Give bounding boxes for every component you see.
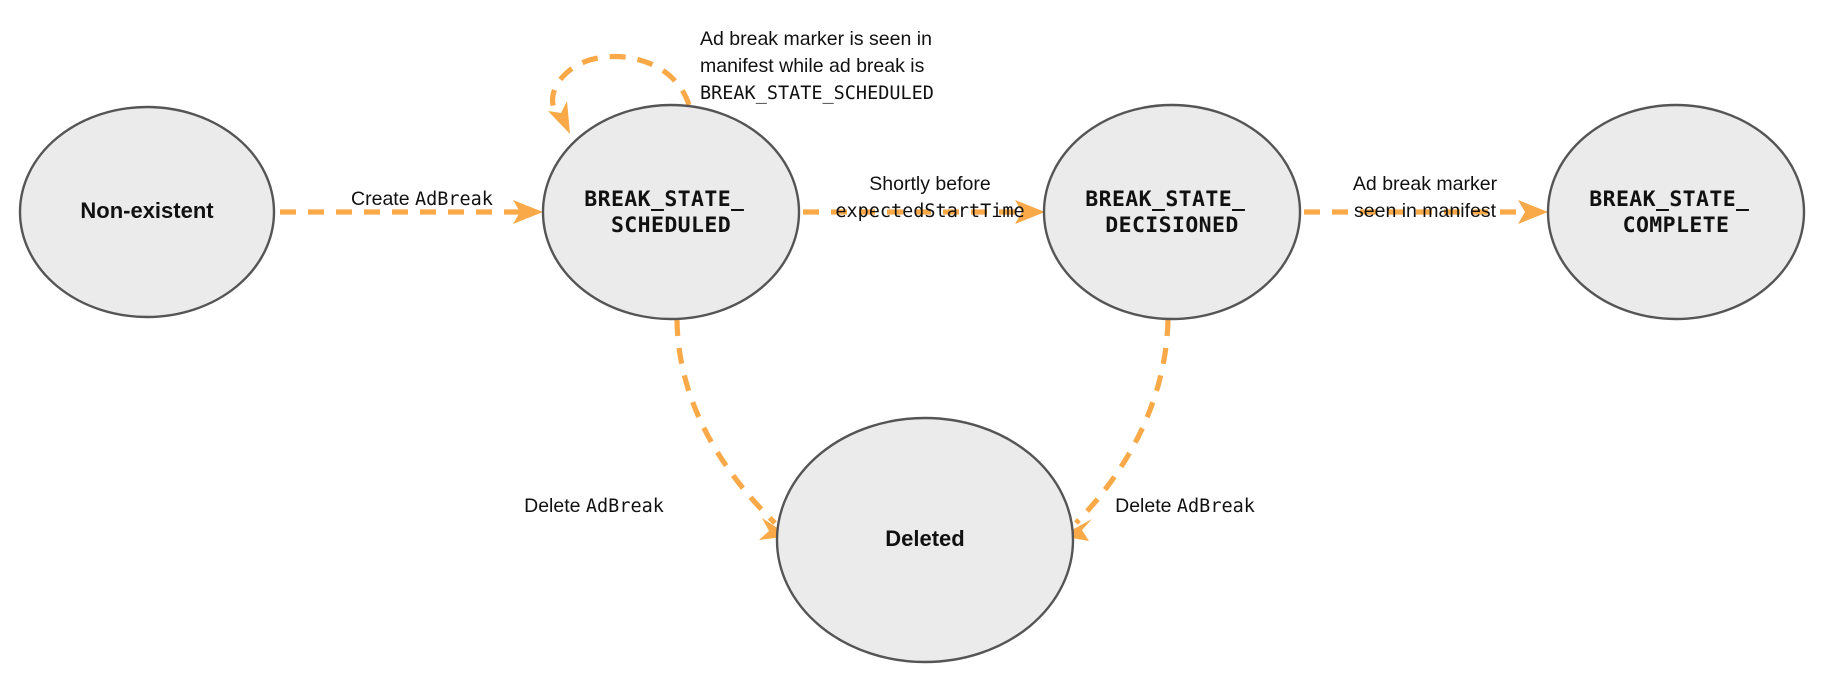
- edge-label-create: Create AdBreak: [351, 188, 493, 210]
- node-decisioned-label: BREAK_STATE_ DECISIONED: [1085, 187, 1259, 238]
- edge-label-decisioned-to-deleted: Delete AdBreak: [1115, 495, 1255, 517]
- edge-self-loop-scheduled-arrowhead: [548, 101, 570, 134]
- edge-decisioned-to-deleted-path: [1074, 319, 1171, 525]
- edge-label-scheduled-to-deleted: Delete AdBreak: [524, 495, 664, 517]
- node-scheduled-label: BREAK_STATE_ SCHEDULED: [584, 187, 758, 238]
- node-scheduled[interactable]: BREAK_STATE_ SCHEDULED: [541, 103, 801, 321]
- node-scheduled-shape: [541, 103, 801, 321]
- node-deleted[interactable]: Deleted: [775, 416, 1075, 664]
- node-decisioned-shape: [1042, 103, 1302, 321]
- edge-decisioned-to-complete[interactable]: [1304, 200, 1548, 224]
- edge-scheduled-to-deleted-path: [674, 319, 777, 525]
- node-complete-shape: [1546, 103, 1806, 321]
- node-complete-label: BREAK_STATE_ COMPLETE: [1589, 187, 1763, 238]
- edge-self-loop-scheduled[interactable]: [548, 53, 692, 134]
- node-complete[interactable]: BREAK_STATE_ COMPLETE: [1546, 103, 1806, 321]
- node-non-existent-label: Non-existent: [80, 198, 214, 223]
- node-non-existent[interactable]: Non-existent: [18, 105, 276, 319]
- node-decisioned[interactable]: BREAK_STATE_ DECISIONED: [1042, 103, 1302, 321]
- node-non-existent-shape: [18, 105, 276, 319]
- edge-create-arrowhead: [513, 200, 543, 224]
- edge-scheduled-to-decisioned[interactable]: [803, 200, 1045, 224]
- edge-create[interactable]: [280, 200, 543, 224]
- edge-self-loop-scheduled-path: [550, 53, 692, 122]
- edge-scheduled-to-decisioned-arrowhead: [1015, 200, 1045, 224]
- edge-label-layer: Create AdBreak Ad break marker is seen i…: [351, 28, 1498, 517]
- node-deleted-shape: [775, 416, 1075, 664]
- node-layer: Non-existent BREAK_STATE_ SCHEDULED BREA…: [18, 103, 1806, 664]
- edge-scheduled-to-deleted[interactable]: [674, 319, 790, 540]
- edge-decisioned-to-complete-arrowhead: [1518, 200, 1548, 224]
- node-deleted-label: Deleted: [885, 526, 964, 551]
